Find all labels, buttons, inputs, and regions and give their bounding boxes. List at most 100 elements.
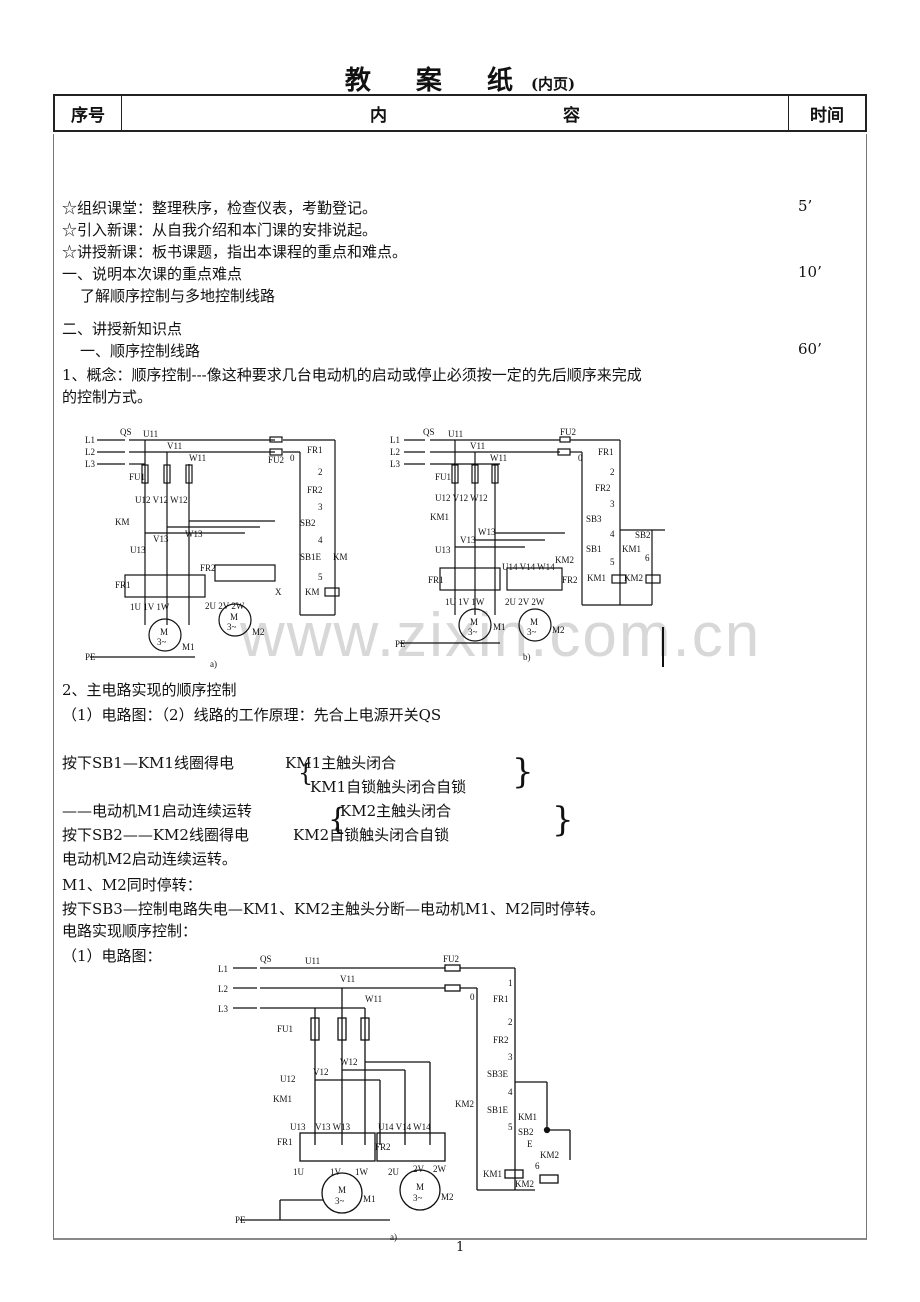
svg-text:6: 6: [645, 553, 650, 563]
svg-text:1: 1: [508, 978, 513, 988]
svg-text:U12 V12 W12: U12 V12 W12: [435, 493, 488, 503]
svg-text:2U: 2U: [388, 1167, 400, 1177]
text-line: 二、讲授新知识点: [62, 320, 183, 338]
svg-text:KM2: KM2: [555, 555, 574, 565]
svg-text:FR1: FR1: [277, 1137, 293, 1147]
svg-text:KM1: KM1: [483, 1169, 502, 1179]
svg-text:3~: 3~: [227, 622, 237, 632]
text-line: KM1主触头闭合: [285, 754, 397, 772]
svg-text:3~: 3~: [468, 627, 478, 637]
table-header: 序号 内容 时间: [53, 94, 867, 132]
text-line: 1、概念：顺序控制---像这种要求几台电动机的启动或停止必须按一定的先后顺序来完…: [62, 366, 642, 384]
svg-text:0: 0: [290, 453, 295, 463]
text-line: KM2自锁触头闭合自锁: [293, 826, 450, 844]
svg-text:L3: L3: [218, 1004, 228, 1014]
svg-text:W11: W11: [189, 453, 206, 463]
text-line: 一、说明本次课的重点难点: [62, 265, 243, 283]
svg-text:M1: M1: [182, 642, 195, 652]
svg-text:W13: W13: [185, 529, 203, 539]
svg-text:SB3: SB3: [586, 514, 602, 524]
svg-text:0: 0: [470, 992, 475, 1002]
svg-text:2W: 2W: [433, 1164, 447, 1174]
svg-text:KM2: KM2: [624, 573, 643, 583]
svg-text:QS: QS: [423, 427, 435, 437]
text-line: 2、主电路实现的顺序控制: [62, 681, 237, 699]
text-line: 的控制方式。: [62, 388, 153, 406]
svg-text:3~: 3~: [527, 627, 537, 637]
svg-text:L2: L2: [218, 984, 228, 994]
svg-text:V13 W13: V13 W13: [315, 1122, 351, 1132]
svg-text:KM1: KM1: [587, 573, 606, 583]
text-line: ☆组织课堂：整理秩序，检查仪表，考勤登记。: [62, 199, 378, 217]
svg-text:FR2: FR2: [493, 1035, 509, 1045]
svg-text:L2: L2: [85, 447, 95, 457]
time-60: 60’: [798, 340, 822, 358]
svg-text:SB3E: SB3E: [487, 1069, 509, 1079]
col-seq: 序号: [55, 96, 122, 130]
text-line: KM2主触头闭合: [340, 802, 452, 820]
svg-text:1U 1V 1W: 1U 1V 1W: [130, 602, 170, 612]
svg-text:U11: U11: [305, 956, 320, 966]
svg-text:FU1: FU1: [435, 472, 451, 482]
svg-text:2U 2V 2W: 2U 2V 2W: [505, 597, 545, 607]
time-5: 5’: [798, 197, 813, 215]
svg-text:FR2: FR2: [562, 575, 578, 585]
svg-text:U11: U11: [143, 429, 158, 439]
svg-text:SB1E: SB1E: [300, 552, 322, 562]
text-line: （1）电路图：（2）线路的工作原理：先合上电源开关QS: [62, 706, 442, 724]
scan-artifact-line: [662, 627, 664, 667]
svg-text:SB2: SB2: [635, 530, 651, 540]
svg-text:1U 1V 1W: 1U 1V 1W: [445, 597, 485, 607]
svg-text:M2: M2: [441, 1192, 454, 1202]
svg-text:V13: V13: [153, 534, 169, 544]
page-title: 教 案 纸(内页): [344, 66, 576, 96]
text-line: ☆引入新课：从自我介绍和本门课的安排说起。: [62, 221, 378, 239]
text-line: KM1自锁触头闭合自锁: [310, 778, 467, 796]
svg-text:4: 4: [508, 1087, 513, 1097]
svg-text:FU2: FU2: [560, 427, 576, 437]
svg-text:FU1: FU1: [129, 472, 145, 482]
svg-text:PE: PE: [395, 639, 406, 649]
svg-text:FR1: FR1: [115, 580, 131, 590]
svg-text:M1: M1: [493, 622, 506, 632]
svg-text:M: M: [530, 617, 538, 627]
svg-text:L1: L1: [218, 964, 228, 974]
svg-text:KM: KM: [115, 517, 130, 527]
svg-text:KM1: KM1: [518, 1112, 537, 1122]
text-line: M1、M2同时停转：: [62, 876, 202, 894]
text-line: 一、顺序控制线路: [80, 342, 201, 360]
svg-text:M: M: [160, 627, 168, 637]
svg-text:1W: 1W: [355, 1167, 369, 1177]
svg-text:U13: U13: [435, 545, 451, 555]
svg-text:2U 2V 2W: 2U 2V 2W: [205, 601, 245, 611]
content-cell: [53, 134, 867, 1240]
svg-text:FU2: FU2: [443, 954, 459, 964]
svg-text:SB1: SB1: [586, 544, 602, 554]
svg-text:3~: 3~: [335, 1196, 345, 1206]
svg-text:FR2: FR2: [200, 563, 216, 573]
svg-text:V12: V12: [313, 1067, 329, 1077]
svg-text:X: X: [275, 587, 282, 597]
brace-right: }: [552, 800, 574, 840]
text-line: 按下SB3—控制电路失电—KM1、KM2主触头分断—电动机M1、M2同时停转。: [62, 900, 605, 918]
svg-text:U14 V14 W14: U14 V14 W14: [502, 562, 555, 572]
text-line: 按下SB1—KM1线圈得电: [62, 754, 234, 772]
svg-text:PE: PE: [85, 652, 96, 662]
svg-text:FR2: FR2: [595, 483, 611, 493]
svg-text:QS: QS: [260, 954, 272, 964]
svg-text:KM: KM: [305, 587, 320, 597]
svg-text:KM1: KM1: [430, 512, 449, 522]
svg-text:3~: 3~: [157, 637, 167, 647]
svg-text:U12: U12: [280, 1074, 296, 1084]
svg-text:U14 V14 W14: U14 V14 W14: [378, 1122, 431, 1132]
svg-text:PE: PE: [235, 1215, 246, 1225]
svg-text:4: 4: [318, 535, 323, 545]
svg-text:2V: 2V: [413, 1164, 425, 1174]
svg-text:U11: U11: [448, 429, 463, 439]
svg-text:FR1: FR1: [493, 994, 509, 1004]
svg-text:FR2: FR2: [375, 1142, 391, 1152]
svg-text:4: 4: [610, 529, 615, 539]
